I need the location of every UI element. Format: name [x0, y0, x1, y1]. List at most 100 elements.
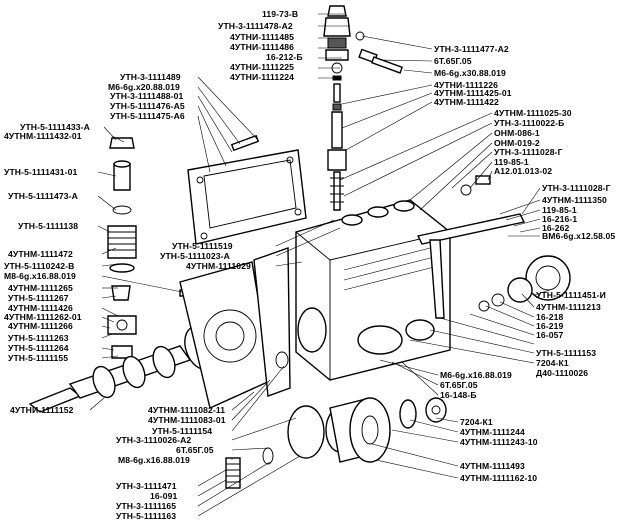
part-label: 4УТНИ-1111152 — [10, 405, 74, 415]
part-label: 16-218 — [536, 312, 563, 322]
part-label: 7204-К1 — [460, 417, 493, 427]
part-label: 4УТНМ-1111432-01 — [4, 131, 82, 141]
labels-bottom-center: 4УТНМ-1111082-11 4УТНМ-1111083-01 УТН-5-… — [116, 405, 226, 465]
part-label: 4УТНМ-1111422 — [434, 97, 499, 107]
part-label: М6-6g.х16.88.019 — [440, 370, 512, 380]
part-label: 16-212-Б — [266, 52, 303, 62]
right-flange-ring — [478, 255, 571, 312]
leader-lines — [89, 13, 551, 517]
part-label: 4УТНМ-1111493 — [460, 461, 525, 471]
labels-left-c: 4УТНМ-1111472 УТН-5-1110242-В М8-6g.х16.… — [4, 249, 82, 363]
part-label: УТН-3-1111028-Г — [494, 147, 563, 157]
part-label: УТН-5-1111263 — [8, 333, 69, 343]
part-label: 16-091 — [150, 491, 177, 501]
part-label: 4УТНМ-1111243-10 — [460, 437, 538, 447]
part-label: ОНМ-086-1 — [494, 128, 540, 138]
labels-right-block2: 4УТНМ-1111025-30 УТН-3-1110022-Б ОНМ-086… — [494, 108, 572, 176]
labels-right-block3: УТН-3-1111028-Г 4УТНМ-1111350 119-85-1 1… — [542, 183, 615, 241]
part-label: М6-6g.х20.88.019 — [108, 82, 180, 92]
part-label: 16-216-1 — [542, 214, 577, 224]
part-label: 4УТНИ-1111485 — [230, 32, 294, 42]
labels-right-top: 119-73-В УТН-3-1111478-А2 4УТНИ-1111485 … — [218, 9, 303, 82]
part-label: УТН-5-1111154 — [152, 426, 212, 436]
part-label: 4УТНМ-1111083-01 — [148, 415, 226, 425]
part-label: 4УТНМ-1111162-10 — [460, 473, 537, 483]
part-label: 4УТНИ-1111486 — [230, 42, 294, 52]
labels-right-block4: УТН-5-1111451-И 4УТНМ-1111213 16-218 16-… — [536, 290, 606, 378]
labels-right-bottom: М6-6g.х16.88.019 6Т.65Г.05 16-148-Б — [440, 370, 512, 400]
labels-bottom-left: УТН-3-1111471 16-091 УТН-3-1111165 УТН-5… — [116, 481, 177, 521]
part-label: 4УТНМ-1111262-01 — [4, 312, 82, 322]
part-label: УТН-5-1111476-А5 — [110, 101, 185, 111]
part-label: М8-6g.х16.88.019 — [4, 271, 76, 281]
lever-arm — [416, 175, 526, 319]
part-label: 119-73-В — [262, 9, 298, 19]
labels-left-top: УТН-3-1111489 М6-6g.х20.88.019 УТН-3-111… — [108, 72, 185, 121]
part-label: УТН-5-1111267 — [8, 293, 69, 303]
part-label: УТН-5-1111264 — [8, 343, 69, 353]
part-label: 4УТНМ-1111082-11 — [148, 405, 225, 415]
part-label: УТН-5-1110242-В — [4, 261, 74, 271]
label-shaft-group: 4УТНИ-1111152 — [10, 405, 74, 415]
pump-housing — [295, 199, 451, 381]
part-label: 6Т.65Г.05 — [176, 445, 214, 455]
part-label: УТН-3-1110026-А2 — [116, 435, 191, 445]
part-label: ВМ6-6g.х12.58.05 — [542, 231, 615, 241]
bottom-bearing-group — [225, 351, 447, 489]
part-label: М8-6g.х16.88.019 — [118, 455, 190, 465]
part-label: ОНМ-019-2 — [494, 138, 540, 148]
left-small-parts — [107, 137, 203, 359]
labels-bottom-right: 7204-К1 4УТНМ-1111244 4УТНМ-1111243-10 4… — [460, 417, 538, 483]
part-label: УТН-3-1110022-Б — [494, 118, 564, 128]
part-label: 16-219 — [536, 321, 563, 331]
part-label: 4УТНМ-1111426 — [8, 303, 73, 313]
part-label: А12.01.013-02 — [494, 166, 552, 176]
part-label: 119-85-1 — [494, 157, 529, 167]
part-label: УТН-5-1111138 — [18, 221, 78, 231]
part-label: 16-262 — [542, 223, 569, 233]
part-label: 4УТНМ-1111350 — [542, 195, 607, 205]
part-label: 4УТНИ-1111226 — [434, 80, 498, 90]
part-label: 4УТНМ-1111265 — [8, 283, 73, 293]
part-label: 4УТНМ-1111244 — [460, 427, 525, 437]
part-label: 4УТНМ-1111029 — [186, 261, 251, 271]
part-label: 4УТНМ-1111025-30 — [494, 108, 572, 118]
front-flange — [179, 247, 291, 409]
part-label: УТН-3-1111477-А2 — [434, 44, 509, 54]
part-label: М6-6g.х30.88.019 — [434, 68, 506, 78]
part-label: УТН-3-1111165 — [116, 501, 176, 511]
part-label: 16-057 — [536, 330, 563, 340]
part-label: 4УТНИ-1111224 — [230, 72, 294, 82]
part-label: УТН-5-1111473-А — [8, 191, 78, 201]
part-label: 4УТНИ-1111225 — [230, 62, 294, 72]
part-label: УТН-5-1111163 — [116, 511, 176, 521]
part-label: УТН-5-1111153 — [536, 348, 596, 358]
top-fitting-stack — [323, 5, 351, 211]
right-bolt-set — [355, 31, 404, 74]
part-label: УТН-5-1111433-А — [20, 122, 90, 132]
part-label: УТН-3-1111489 — [120, 72, 181, 82]
part-label: УТН-3-1111028-Г — [542, 183, 611, 193]
part-label: 6Т.65Г.05 — [440, 380, 478, 390]
part-label: УТН-5-1111519 — [172, 241, 233, 251]
part-label: Д40-1110026 — [536, 368, 588, 378]
part-label: УТН-5-1111155 — [8, 353, 68, 363]
part-label: УТН-3-1111478-А2 — [218, 21, 293, 31]
part-label: 4УТНМ-1111425-01 — [434, 88, 512, 98]
part-label: 4УТНМ-1111213 — [536, 302, 601, 312]
labels-center: УТН-5-1111519 УТН-5-1111023-А 4УТНМ-1111… — [160, 241, 251, 271]
top-cover-plate — [187, 134, 307, 245]
part-label: 16-148-Б — [440, 390, 477, 400]
labels-right-block1: УТН-3-1111477-А2 6Т.65Г.05 М6-6g.х30.88.… — [434, 44, 512, 107]
part-label: 6Т.65Г.05 — [434, 56, 472, 66]
part-label: УТН-5-1111023-А — [160, 251, 230, 261]
part-label: 4УТНМ-1111266 — [8, 321, 73, 331]
part-label: 4УТНМ-1111472 — [8, 249, 73, 259]
part-label: УТН-5-1111451-И — [536, 290, 606, 300]
labels-left-a: УТН-5-1111433-А 4УТНМ-1111432-01 — [4, 122, 90, 141]
part-label: УТН-3-1111488-01 — [110, 91, 183, 101]
labels-left-b: УТН-5-1111431-01 УТН-5-1111473-А УТН-5-1… — [4, 167, 78, 231]
part-label: УТН-3-1111471 — [116, 481, 177, 491]
pump-drawing — [28, 5, 571, 489]
